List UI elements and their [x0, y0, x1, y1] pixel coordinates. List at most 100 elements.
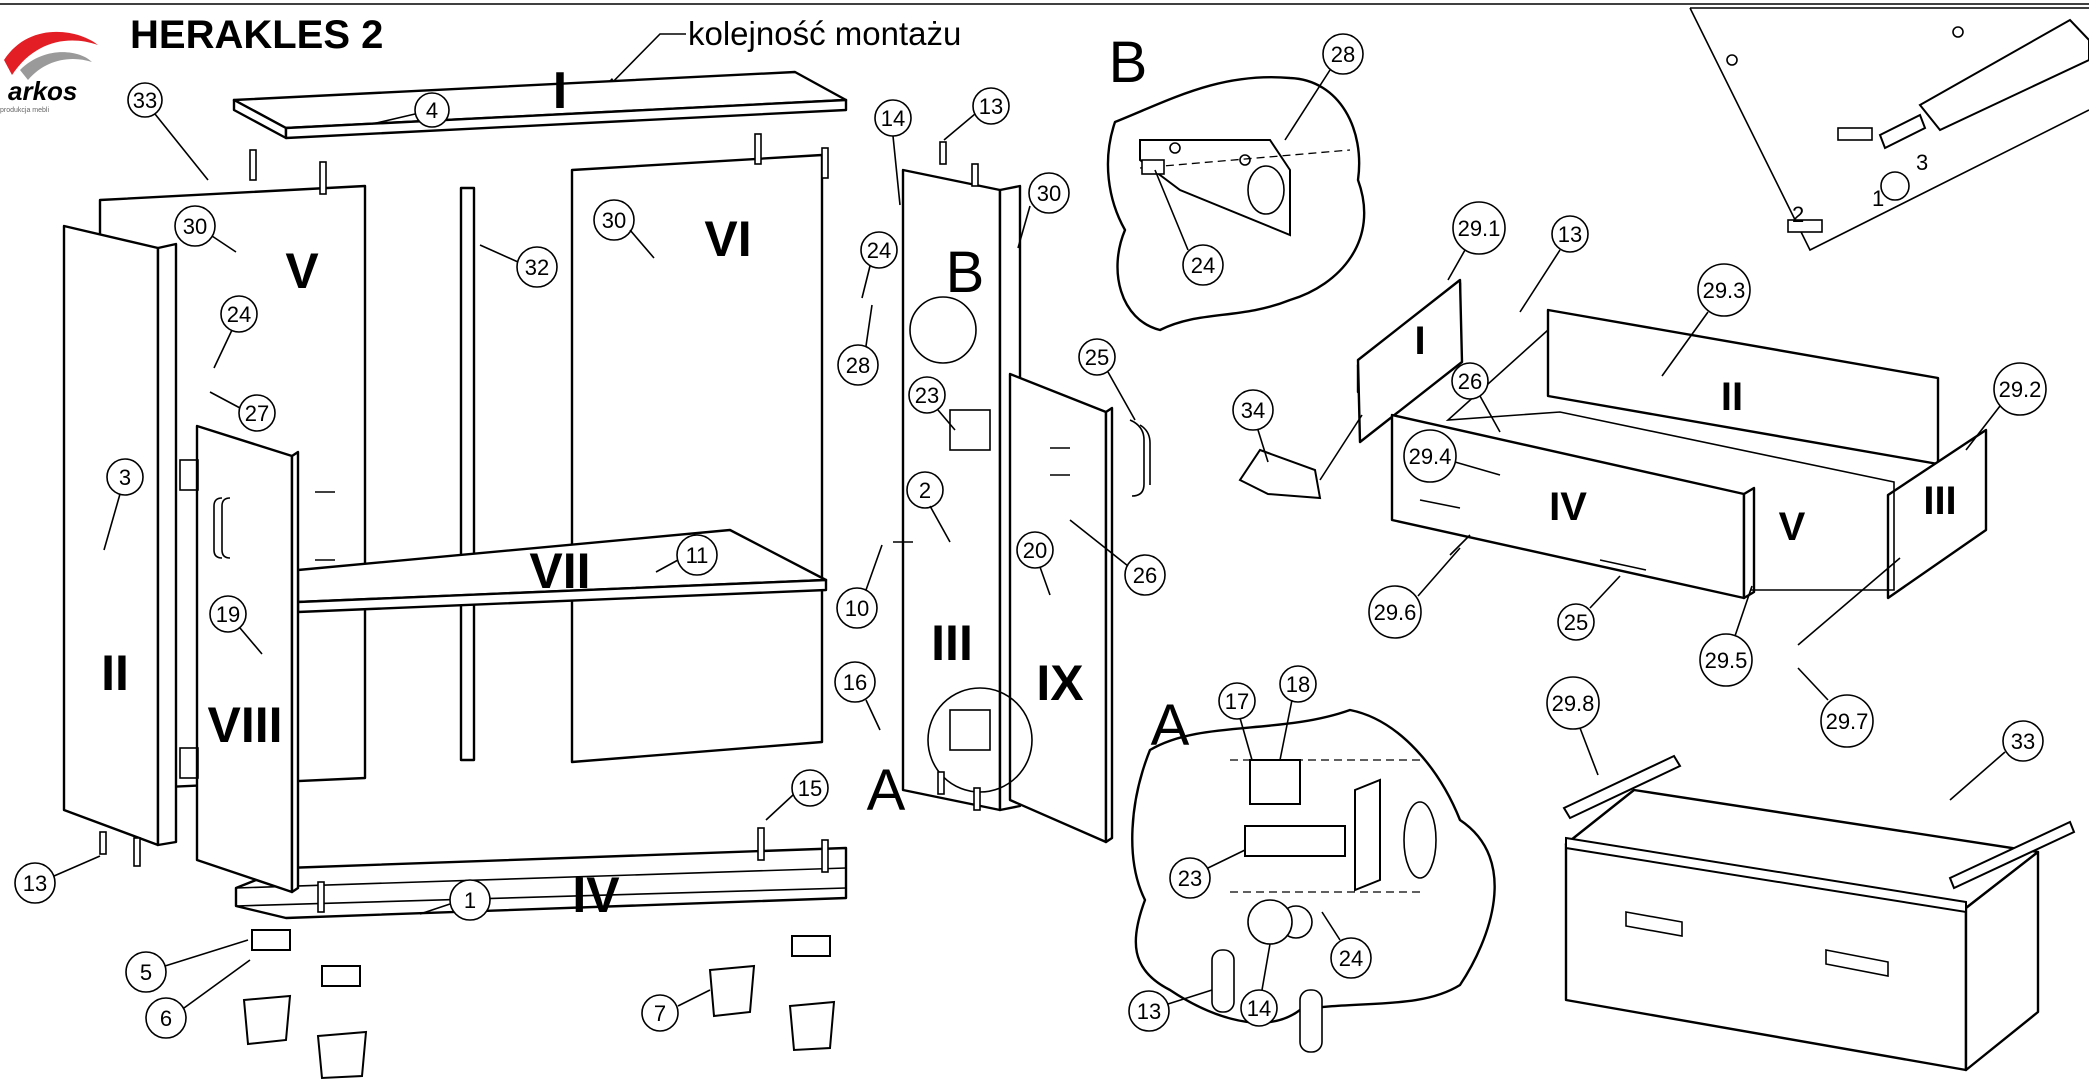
callout-29-8: 29.8 — [1546, 676, 1600, 776]
svg-text:29.7: 29.7 — [1826, 709, 1869, 734]
svg-text:33: 33 — [2011, 729, 2035, 754]
svg-text:29.4: 29.4 — [1409, 444, 1452, 469]
svg-text:30: 30 — [183, 214, 207, 239]
step-number-1: 1 — [1872, 186, 1884, 211]
svg-text:13: 13 — [23, 871, 47, 896]
callout-29-2: 29.2 — [1965, 362, 2047, 451]
panel-label-side-left: II — [101, 645, 129, 701]
svg-text:26: 26 — [1458, 369, 1482, 394]
callout-24-detail-a: 24 — [1321, 911, 1372, 979]
connector-detail: 1 2 3 — [1689, 7, 2089, 252]
callout-33-top: 33 — [127, 82, 209, 181]
detail-b-circle — [909, 296, 977, 364]
detail-b: B — [1106, 30, 1366, 332]
svg-text:24: 24 — [227, 302, 251, 327]
callout-14-main: 14 — [874, 99, 912, 206]
feet — [242, 929, 836, 1080]
callout-33-drawer: 33 — [1949, 720, 2044, 801]
svg-text:11: 11 — [686, 543, 709, 568]
hinge-upper-left — [179, 459, 199, 491]
callout-14-detail: 14 — [1240, 943, 1278, 1027]
detail-a: A — [1131, 693, 1496, 1053]
svg-text:20: 20 — [1023, 538, 1047, 563]
callout-26-drawer: 26 — [1451, 362, 1501, 433]
svg-text:1: 1 — [464, 888, 476, 913]
svg-text:30: 30 — [602, 208, 626, 233]
logo-wordmark: arkos — [8, 76, 77, 106]
callouts: 33 4 30 32 30 14 13 30 24 28 23 2 10 16 … — [14, 33, 2047, 1039]
svg-text:29.6: 29.6 — [1374, 600, 1417, 625]
callout-11: 11 — [655, 534, 718, 576]
callout-2: 2 — [906, 471, 951, 543]
callout-13-drawer: 13 — [1519, 215, 1589, 313]
callout-13-left: 13 — [14, 855, 101, 904]
drawer-exploded — [1238, 278, 1988, 646]
logo-tagline: produkcja mebli — [0, 107, 49, 114]
door-right — [1008, 372, 1108, 844]
product-title: HERAKLES 2 — [130, 13, 383, 57]
callout-30-left: 30 — [174, 205, 237, 253]
svg-text:13: 13 — [1558, 222, 1582, 247]
svg-text:6: 6 — [160, 1006, 172, 1031]
panel-label-top: I — [553, 62, 567, 120]
callout-26-main: 26 — [1069, 519, 1166, 596]
panel-label-shelf: VII — [529, 543, 590, 599]
svg-text:34: 34 — [1241, 398, 1265, 423]
callout-15: 15 — [765, 769, 829, 821]
arkos-logo: arkos produkcja mebli — [0, 31, 98, 114]
bottom-panel-edge — [235, 867, 847, 889]
svg-text:23: 23 — [1178, 866, 1202, 891]
drawer-label-front: IV — [1549, 485, 1587, 529]
callout-1: 1 — [419, 879, 491, 921]
callout-29-1: 29.1 — [1447, 201, 1506, 281]
svg-text:7: 7 — [654, 1001, 666, 1026]
callout-19: 19 — [209, 595, 263, 655]
callout-28-main: 28 — [837, 304, 879, 386]
hinge-upper-right — [949, 409, 991, 451]
svg-text:29.5: 29.5 — [1705, 648, 1748, 673]
svg-text:23: 23 — [915, 383, 939, 408]
panel-side-left — [62, 224, 160, 847]
callout-4: 4 — [371, 92, 450, 128]
door-handle-left — [213, 497, 223, 559]
drawer-label-back: II — [1721, 375, 1743, 419]
callout-34: 34 — [1232, 389, 1274, 463]
panel-label-side-right: III — [931, 615, 973, 671]
svg-text:19: 19 — [216, 602, 240, 627]
svg-text:10: 10 — [845, 596, 869, 621]
order-note-leader — [599, 33, 686, 96]
callout-24-main: 24 — [860, 231, 898, 299]
callout-3: 3 — [103, 458, 144, 551]
callout-29-6: 29.6 — [1368, 547, 1461, 639]
drawer-label-bottom: V — [1779, 505, 1806, 549]
callout-25-drawer: 25 — [1557, 575, 1621, 641]
hinge-lower-left — [179, 747, 199, 779]
svg-text:27: 27 — [245, 401, 269, 426]
door-handle-left-inner — [221, 497, 231, 559]
hinge-lower-right — [949, 709, 991, 751]
callout-29-5: 29.5 — [1699, 585, 1753, 687]
panel-label-door-left: VIII — [207, 697, 282, 753]
panel-label-bottom: IV — [572, 867, 620, 923]
svg-text:29.8: 29.8 — [1552, 691, 1595, 716]
divider-strip — [459, 186, 476, 762]
callout-7: 7 — [641, 989, 711, 1032]
svg-text:28: 28 — [1331, 42, 1355, 67]
svg-text:14: 14 — [1247, 996, 1271, 1021]
callout-32: 32 — [479, 244, 558, 288]
svg-text:5: 5 — [140, 960, 152, 985]
svg-text:30: 30 — [1037, 181, 1061, 206]
svg-text:14: 14 — [881, 106, 905, 131]
bottom-panel-edge-2 — [235, 887, 847, 907]
svg-text:28: 28 — [846, 353, 870, 378]
callout-29-7: 29.7 — [1797, 667, 1874, 748]
door-handle-right — [1129, 419, 1145, 497]
panel-back-right — [570, 153, 824, 764]
callout-25-main: 25 — [1078, 338, 1136, 421]
svg-text:3: 3 — [119, 465, 131, 490]
drawer-assembled — [1562, 754, 2076, 1072]
svg-text:33: 33 — [133, 88, 157, 113]
panel-bottom — [234, 846, 848, 920]
svg-text:26: 26 — [1133, 563, 1157, 588]
callout-30-side: 30 — [1017, 172, 1070, 249]
